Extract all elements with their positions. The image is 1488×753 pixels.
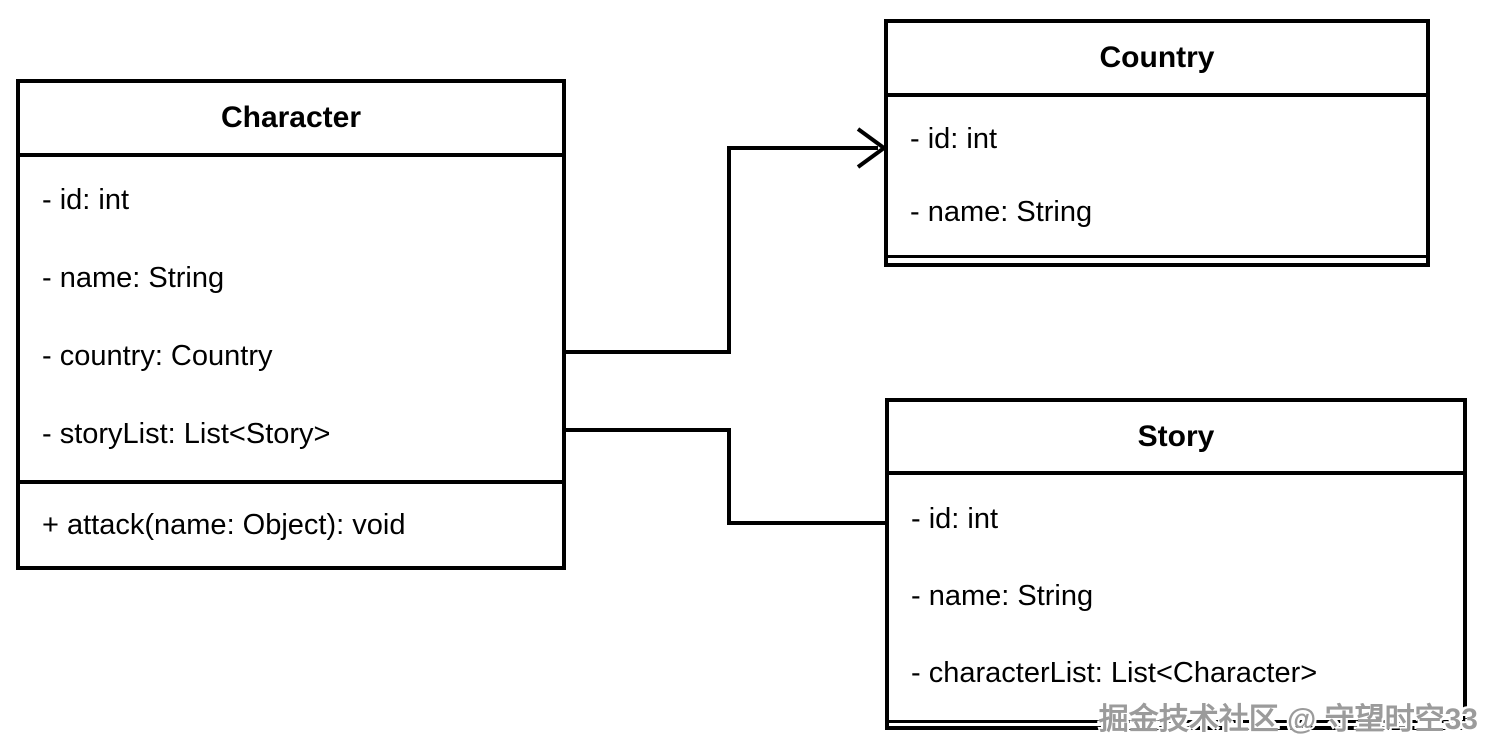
attribute-row: - id: int: [42, 183, 130, 216]
connector-character-story: [566, 428, 887, 525]
class-title-story: Story: [889, 402, 1463, 475]
attribute-row: - name: String: [911, 580, 1094, 612]
attributes-compartment-country: - id: int - name: String: [888, 97, 1426, 255]
empty-methods-compartment-story: [889, 720, 1463, 729]
attribute-row: - characterList: List<Character>: [911, 657, 1318, 689]
empty-methods-compartment-country: [888, 255, 1426, 266]
attribute-row: - country: Country: [42, 339, 273, 372]
watermark-text: 掘金技术社区 @ 守望时空33: [1098, 703, 1478, 736]
attributes-compartment-character: - id: int - name: String - country: Coun…: [20, 157, 562, 480]
connector-character-country: [566, 146, 878, 354]
class-title-character: Character: [20, 83, 562, 157]
attribute-row: - id: int: [910, 123, 998, 155]
class-box-character: Character - id: int - name: String - cou…: [16, 79, 566, 570]
class-box-country: Country - id: int - name: String: [884, 19, 1430, 267]
class-title-country: Country: [888, 23, 1426, 97]
attribute-row: - name: String: [42, 261, 225, 294]
attribute-row: - name: String: [910, 196, 1093, 228]
methods-compartment-character: + attack(name: Object): void: [20, 480, 562, 566]
attributes-compartment-story: - id: int - name: String - characterList…: [889, 475, 1463, 720]
attribute-row: - id: int: [911, 503, 999, 535]
method-row: + attack(name: Object): void: [42, 508, 406, 541]
attribute-row: - storyList: List<Story>: [42, 417, 331, 450]
class-box-story: Story - id: int - name: String - charact…: [885, 398, 1467, 730]
